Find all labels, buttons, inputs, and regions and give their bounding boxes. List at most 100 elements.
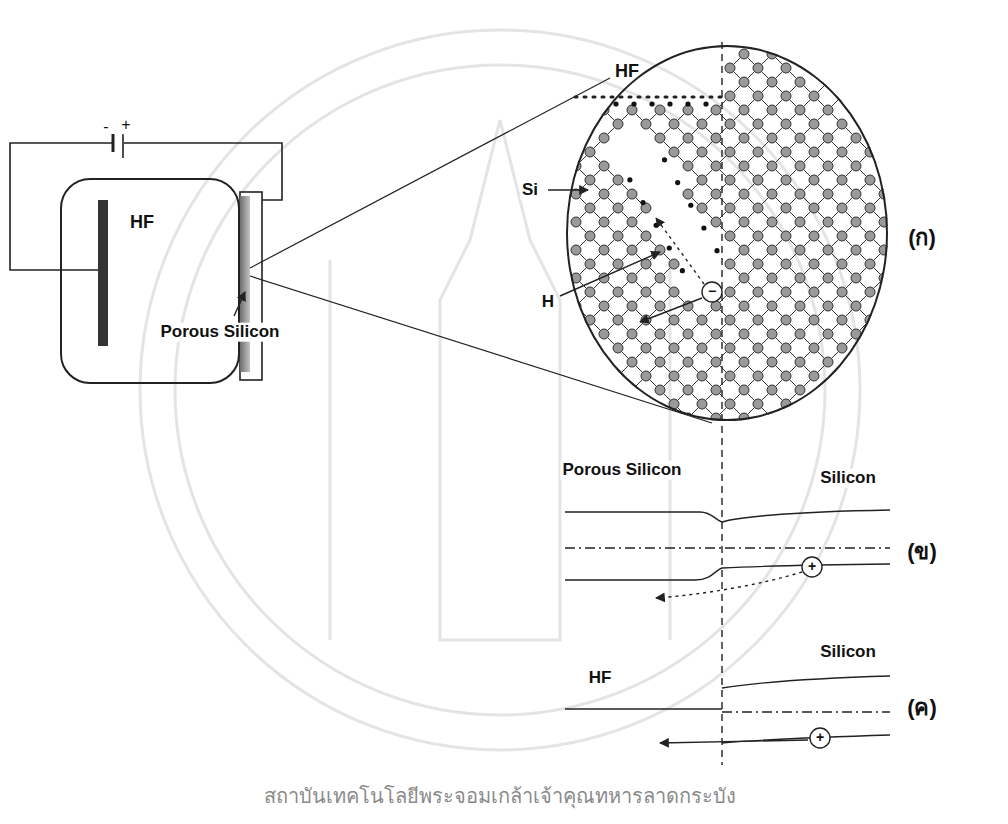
node-label: HF [615,61,639,82]
silicon-atom [669,259,679,269]
counter-electrode [98,200,108,346]
silicon-atom [613,287,623,297]
silicon-atom [767,413,777,423]
silicon-atom [669,343,679,353]
magnified-view: HF [566,45,888,421]
silicon-atom [865,231,875,241]
silicon-atom [795,133,805,143]
silicon-atom [599,133,609,143]
silicon-atom [739,329,749,339]
terminal-sign: + [119,116,132,134]
silicon-atom [767,245,777,255]
silicon-atom [781,119,791,129]
silicon-atom [823,245,833,255]
part-label: Si [520,181,540,200]
silicon-atom [795,385,805,395]
silicon-atom [837,147,847,157]
silicon-atom [753,119,763,129]
silicon-atom [767,49,777,59]
silicon-atom [613,259,623,269]
silicon-atom [753,231,763,241]
silicon-atom [823,161,833,171]
silicon-atom [711,105,721,115]
silicon-atom [781,175,791,185]
silicon-atom [809,91,819,101]
node-label: HF [130,212,154,233]
silicon-atom [837,231,847,241]
silicon-atom [641,371,651,381]
silicon-atom [837,343,847,353]
silicon-wafer [240,192,262,380]
panel-label: (ข) [905,540,939,564]
silicon-atom [669,315,679,325]
zoom-line [250,78,712,423]
silicon-atom [585,175,595,185]
silicon-atom [655,301,665,311]
silicon-atom [795,217,805,227]
silicon-atom [809,343,819,353]
silicon-atom [613,203,623,213]
silicon-atom [823,105,833,115]
silicon-atom [809,203,819,213]
hole-symbol [810,728,830,748]
silicon-atom [753,147,763,157]
silicon-atom [739,301,749,311]
silicon-atom [725,259,735,269]
silicon-atom [865,175,875,185]
silicon-atom [739,217,749,227]
silicon-atom [711,189,721,199]
silicon-atom [767,105,777,115]
part-label: H [540,293,556,312]
silicon-atom [655,133,665,143]
silicon-atom [823,301,833,311]
silicon-atom [795,301,805,311]
silicon-atom [641,287,651,297]
silicon-atom [627,105,637,115]
silicon-atom [753,259,763,269]
silicon-atom [641,231,651,241]
silicon-atom [851,329,861,339]
silicon-atom [683,385,693,395]
silicon-atom [641,259,651,269]
lattice-bond [828,82,842,96]
region-label: Silicon [818,643,878,662]
silicon-atom [655,357,665,367]
silicon-atom [627,301,637,311]
pore-outline [575,96,722,99]
silicon-atom [781,63,791,73]
silicon-atom [725,315,735,325]
silicon-atom [865,259,875,269]
silicon-atom [865,315,875,325]
silicon-atom [865,147,875,157]
silicon-atom [585,147,595,157]
silicon-atom [795,105,805,115]
silicon-atom [585,287,595,297]
silicon-atom [571,161,581,171]
watermark-text: สถาบันเทคโนโลยีพระจอมเกล้าเจ้าคุณทหารลาด… [262,785,738,807]
silicon-atom [655,385,665,395]
silicon-atom [739,77,749,87]
silicon-atom [767,217,777,227]
hydrogen-atom [613,101,618,106]
hydrogen-atom [714,248,719,253]
silicon-atom [809,119,819,129]
hydrogen-atom [688,203,693,208]
silicon-atom [627,357,637,367]
silicon-atom [753,315,763,325]
silicon-atom [739,189,749,199]
silicon-atom [725,287,735,297]
silicon-atom [683,161,693,171]
silicon-atom [613,371,623,381]
panel-label: (ก) [906,226,938,250]
hydrogen-atom [667,101,672,106]
silicon-atom [669,119,679,129]
silicon-atom [683,133,693,143]
silicon-atom [823,77,833,87]
hydrogen-atom [685,101,690,106]
silicon-atom [851,133,861,143]
hydrogen-atom [703,101,708,106]
silicon-atom [781,315,791,325]
silicon-atom [725,371,735,381]
